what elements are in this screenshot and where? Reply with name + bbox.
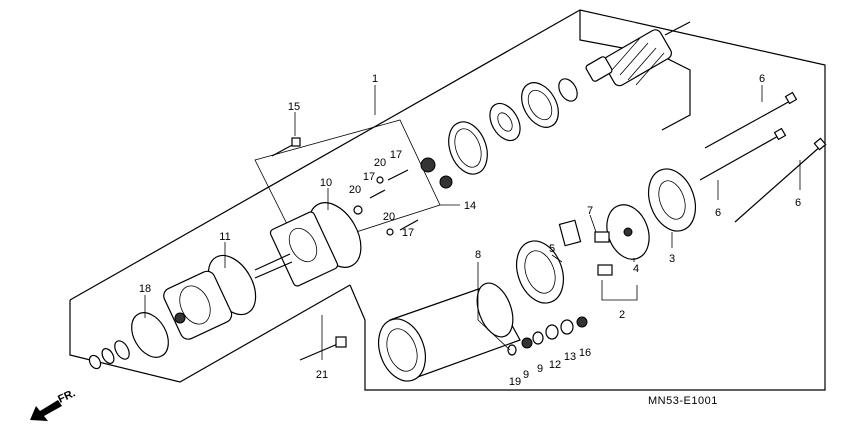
leader-lines bbox=[144, 85, 801, 360]
armature-washers bbox=[489, 78, 578, 142]
label-20c: 20 bbox=[383, 211, 395, 223]
front-arrow-icon bbox=[30, 400, 62, 421]
label-17b: 17 bbox=[363, 171, 375, 183]
label-11: 11 bbox=[219, 231, 230, 243]
label-2: 2 bbox=[619, 309, 625, 321]
diagram-code: MN53-E1001 bbox=[648, 395, 718, 407]
label-16: 16 bbox=[579, 347, 591, 359]
label-9a: 9 bbox=[523, 369, 529, 381]
label-12: 12 bbox=[549, 359, 561, 371]
washers-20 bbox=[353, 176, 394, 236]
label-6b: 6 bbox=[715, 207, 721, 219]
label-1: 1 bbox=[372, 73, 378, 85]
label-17a: 17 bbox=[390, 149, 402, 161]
label-15: 15 bbox=[288, 101, 300, 113]
label-8: 8 bbox=[475, 249, 481, 261]
label-6a: 6 bbox=[759, 73, 765, 85]
label-6c: 6 bbox=[795, 197, 801, 209]
label-14: 14 bbox=[464, 200, 476, 212]
o-ring-18 bbox=[131, 312, 169, 358]
bolt-21 bbox=[299, 336, 347, 361]
label-21: 21 bbox=[316, 369, 328, 381]
label-7: 7 bbox=[587, 205, 593, 217]
small-washers-left bbox=[88, 340, 130, 370]
front-direction-arrow: FR. bbox=[30, 387, 77, 421]
label-20a: 20 bbox=[374, 157, 386, 169]
label-9b: 9 bbox=[537, 363, 543, 375]
motor-case bbox=[378, 282, 521, 382]
part-labels: 1 2 3 4 5 6 6 6 7 8 9 9 10 11 12 13 14 1… bbox=[139, 73, 801, 388]
label-17c: 17 bbox=[402, 227, 414, 239]
label-10: 10 bbox=[320, 177, 332, 189]
label-13: 13 bbox=[564, 351, 576, 363]
label-20b: 20 bbox=[349, 184, 361, 196]
armature bbox=[585, 21, 691, 87]
planetary-gears bbox=[420, 157, 453, 189]
outer-boundary bbox=[69, 9, 826, 391]
gear-housing bbox=[254, 202, 362, 287]
label-19: 19 bbox=[509, 376, 521, 388]
front-direction-label: FR. bbox=[56, 387, 77, 405]
through-bolts bbox=[699, 91, 827, 223]
ring-gear bbox=[448, 121, 488, 175]
brush-ring bbox=[516, 240, 564, 304]
bolt-15 bbox=[271, 137, 301, 157]
label-3: 3 bbox=[669, 253, 675, 265]
screws-17 bbox=[369, 169, 419, 231]
brush-holders bbox=[558, 219, 613, 276]
pinion-housing bbox=[163, 270, 233, 340]
rear-cover bbox=[648, 168, 696, 232]
label-4: 4 bbox=[633, 263, 639, 275]
terminal-washers bbox=[507, 316, 588, 356]
label-5: 5 bbox=[549, 243, 555, 255]
label-18: 18 bbox=[139, 283, 151, 295]
